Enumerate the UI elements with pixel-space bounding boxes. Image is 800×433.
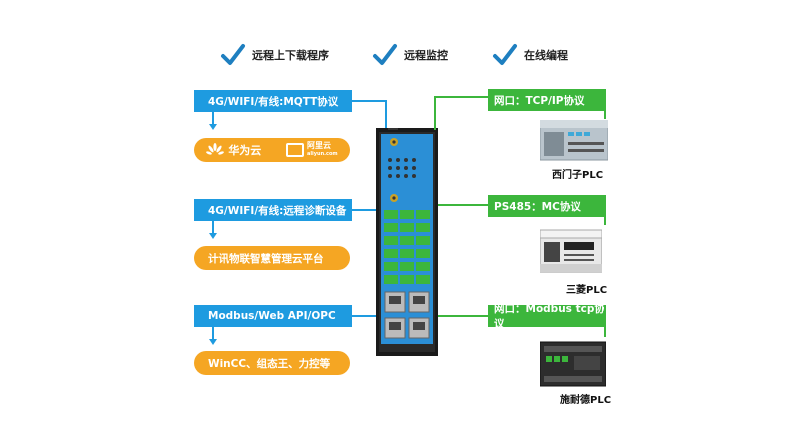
arrowhead <box>209 124 217 130</box>
remote-diagnosis-box: 4G/WIFI/有线:远程诊断设备 <box>194 199 352 221</box>
plc-label: 施耐德PLC <box>560 395 612 406</box>
check-icon <box>221 44 245 65</box>
arrowhead <box>209 339 217 345</box>
arrow-down-icon <box>212 327 214 341</box>
connector-line <box>438 204 488 206</box>
connector-line <box>604 195 606 225</box>
gateway-device <box>376 128 438 356</box>
connector-line <box>434 96 490 98</box>
modbus-webapi-opc-box: Modbus/Web API/OPC <box>194 305 352 327</box>
check-icon <box>493 44 517 65</box>
cloud-platforms-box: 华为云 阿里云 aliyun.com <box>194 138 350 162</box>
box-label: PS485：MC协议 <box>494 200 581 213</box>
box-label: 计讯物联智慧管理云平台 <box>208 252 324 265</box>
siemens-plc-image <box>540 120 608 161</box>
modbus-tcp-protocol-box: 网口：Modbus tcp协议 <box>488 303 606 330</box>
plc-label: 西门子PLC <box>552 170 604 181</box>
connector-line <box>604 89 606 119</box>
check-icon <box>373 44 397 65</box>
huawei-icon <box>206 143 225 155</box>
connector-line <box>385 100 387 130</box>
aliyun-sub: aliyun.com <box>306 151 338 157</box>
tcp-ip-protocol-box: 网口：TCP/IP协议 <box>488 89 606 111</box>
jixun-cloud-platform-box: 计讯物联智慧管理云平台 <box>194 246 350 270</box>
connector-line <box>438 315 488 317</box>
huawei-label: 华为云 <box>228 144 262 157</box>
feature-remote-upload: 远程上下载程序 <box>220 40 329 70</box>
connector-line <box>352 209 380 211</box>
box-label: 网口：TCP/IP协议 <box>494 94 585 107</box>
box-label: 4G/WIFI/有线:MQTT协议 <box>208 95 339 108</box>
huawei-cloud-logo: 华为云 <box>206 142 261 158</box>
arrow-down-icon <box>212 221 214 235</box>
arrow-down-icon <box>212 112 214 126</box>
aliyun-icon <box>285 143 304 157</box>
plc-label: 三菱PLC <box>566 285 608 296</box>
feature-label: 远程上下载程序 <box>252 49 329 62</box>
box-label: WinCC、组态王、力控等 <box>208 357 331 370</box>
connector-line <box>604 305 606 337</box>
rs485-mc-protocol-box: PS485：MC协议 <box>488 195 606 217</box>
box-label: 4G/WIFI/有线:远程诊断设备 <box>208 204 347 217</box>
aliyun-logo: 阿里云 aliyun.com <box>285 141 338 158</box>
feature-remote-monitor: 远程监控 <box>372 40 448 70</box>
box-label: Modbus/Web API/OPC <box>208 310 336 322</box>
feature-label: 远程监控 <box>404 49 448 62</box>
mqtt-protocol-box: 4G/WIFI/有线:MQTT协议 <box>194 90 352 112</box>
scada-software-box: WinCC、组态王、力控等 <box>194 351 350 375</box>
feature-label: 在线编程 <box>524 49 568 62</box>
box-label: 网口：Modbus tcp协议 <box>494 303 605 330</box>
connector-line <box>434 96 436 130</box>
connector-line <box>352 315 380 317</box>
schneider-plc-image <box>540 341 606 387</box>
arrowhead <box>209 233 217 239</box>
mitsubishi-plc-image <box>540 229 602 273</box>
connector-line <box>352 100 386 102</box>
feature-online-programming: 在线编程 <box>492 40 568 70</box>
aliyun-label: 阿里云 <box>306 141 331 150</box>
